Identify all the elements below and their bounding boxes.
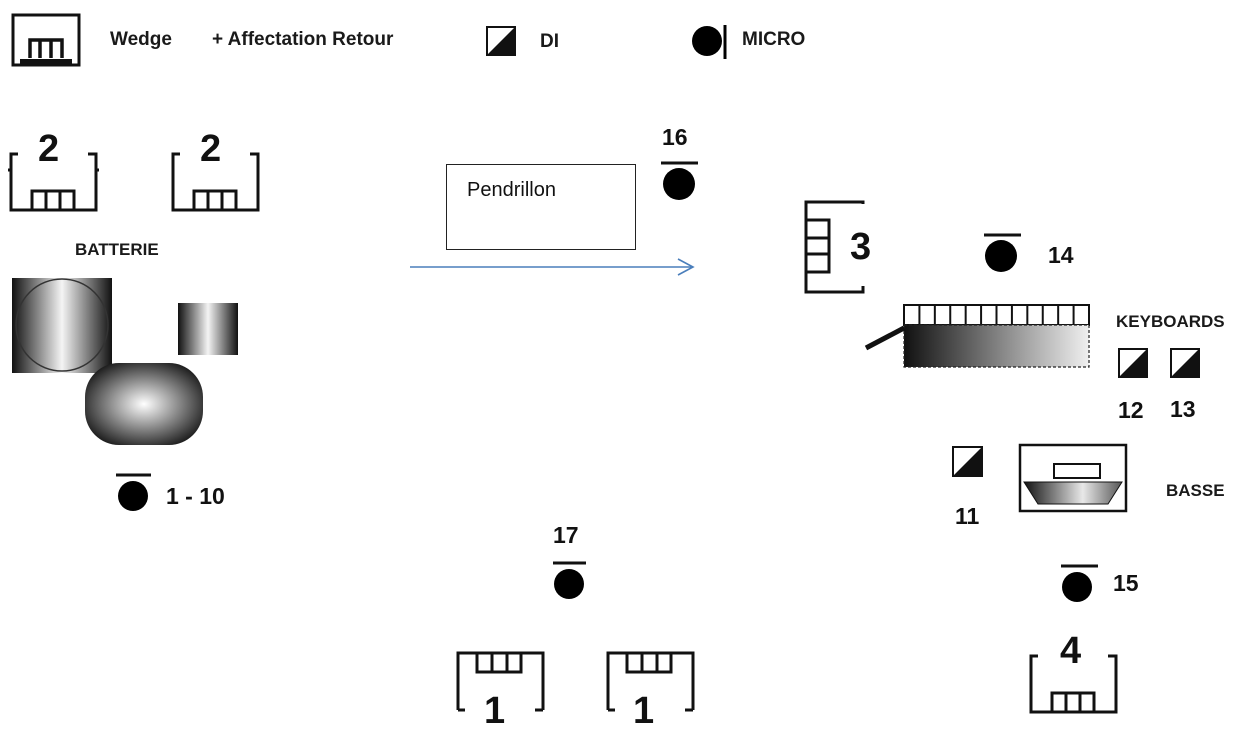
drums-mic-number: 1 - 10 bbox=[166, 483, 225, 509]
drums-mic-icon bbox=[116, 473, 151, 511]
di-keys-2-icon bbox=[1170, 348, 1200, 378]
stage-arrow-icon bbox=[410, 258, 695, 276]
keys-mic-number: 14 bbox=[1048, 242, 1074, 268]
front-mic-number: 17 bbox=[553, 522, 579, 548]
keys-mic-icon bbox=[984, 233, 1021, 272]
keyboards-label: KEYBOARDS bbox=[1116, 312, 1225, 331]
wedge-front-left-icon bbox=[456, 651, 545, 712]
wedge-bass-number: 4 bbox=[1060, 630, 1082, 672]
di-legend-icon bbox=[486, 26, 516, 56]
center-mic-number: 16 bbox=[662, 124, 688, 150]
wedge-drum-right-icon bbox=[171, 152, 260, 212]
wedge-keys-icon bbox=[804, 200, 865, 294]
wedge-keys-number: 3 bbox=[850, 226, 872, 268]
di-keys-1-icon bbox=[1118, 348, 1148, 378]
front-mic-icon bbox=[553, 561, 586, 599]
di-keys-1-number: 12 bbox=[1118, 397, 1144, 423]
legend-wedge-label: Wedge bbox=[110, 29, 172, 50]
drum-kit-icon bbox=[12, 278, 238, 445]
basse-label: BASSE bbox=[1166, 481, 1225, 500]
bass-mic-icon bbox=[1061, 564, 1098, 602]
di-bass-number: 11 bbox=[955, 503, 980, 529]
wedge-drum-left-number: 2 bbox=[38, 128, 60, 170]
pendrillon-box: Pendrillon bbox=[446, 164, 636, 250]
bass-mic-number: 15 bbox=[1113, 570, 1139, 596]
micro-legend-icon bbox=[692, 25, 727, 59]
wedge-front-right-icon bbox=[606, 651, 695, 712]
di-bass-icon bbox=[952, 446, 983, 477]
wedge-front-left-number: 1 bbox=[484, 690, 506, 732]
wedge-drum-left-icon bbox=[8, 152, 99, 212]
legend-micro-label: MICRO bbox=[742, 29, 806, 50]
legend-di-label: DI bbox=[540, 31, 559, 52]
di-keys-2-number: 13 bbox=[1170, 396, 1196, 422]
legend-retour-label: + Affectation Retour bbox=[212, 29, 394, 50]
pendrillon-label: Pendrillon bbox=[467, 179, 556, 201]
keyboard-icon bbox=[864, 304, 1090, 368]
center-mic-icon bbox=[661, 161, 698, 200]
wedge-front-right-number: 1 bbox=[633, 690, 655, 732]
batterie-label: BATTERIE bbox=[75, 240, 159, 259]
wedge-bass-icon bbox=[1029, 654, 1118, 714]
bass-amp-icon bbox=[1018, 443, 1128, 513]
wedge-legend-icon bbox=[11, 13, 81, 67]
wedge-drum-right-number: 2 bbox=[200, 128, 222, 170]
